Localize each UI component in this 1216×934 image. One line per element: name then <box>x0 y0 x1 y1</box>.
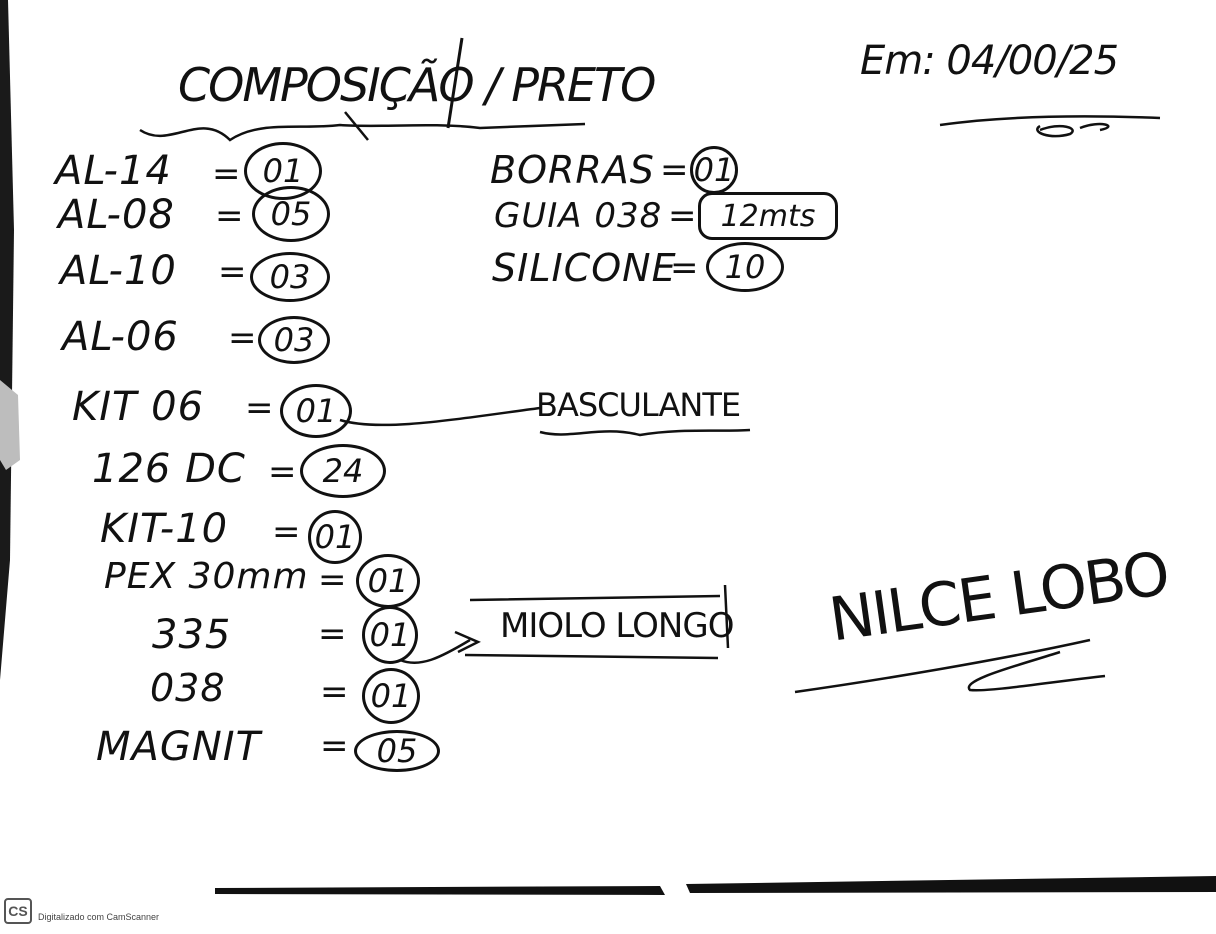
equals-sign: = <box>660 150 689 190</box>
equals-sign: = <box>668 196 697 236</box>
item-label-guia038: GUIA 038 <box>494 196 663 236</box>
item-label-al14: AL-14 <box>55 148 172 194</box>
item-label-silicone: SILICONE <box>492 246 677 290</box>
equals-sign: = <box>318 614 347 654</box>
item-label-al10: AL-10 <box>60 248 177 294</box>
item-qty-silicone: 10 <box>706 242 784 292</box>
item-qty-126dc: 24 <box>300 444 386 498</box>
item-label-magnit: MAGNIT <box>96 724 262 770</box>
equals-sign: = <box>272 512 301 552</box>
item-label-335: 335 <box>152 612 232 658</box>
equals-sign: = <box>318 560 347 600</box>
equals-sign: = <box>228 318 257 358</box>
item-qty-al14: 01 <box>244 142 322 200</box>
item-label-borras: BORRAS <box>490 148 655 192</box>
signature: NILCE LOBO <box>825 538 1173 656</box>
item-qty-038: 01 <box>362 668 420 724</box>
equals-sign: = <box>245 388 274 428</box>
equals-sign: = <box>320 672 349 712</box>
item-qty-guia038: 12mts <box>698 192 838 240</box>
item-label-pex30mm: PEX 30mm <box>104 556 309 597</box>
item-qty-borras: 01 <box>690 146 738 194</box>
equals-sign: = <box>215 196 244 236</box>
camscanner-watermark: Digitalizado com CamScanner <box>38 912 160 922</box>
item-qty-al08: 05 <box>252 186 330 242</box>
equals-sign: = <box>320 726 349 766</box>
equals-sign: = <box>670 248 699 288</box>
item-qty-335: 01 <box>362 606 418 664</box>
item-label-al08: AL-08 <box>58 192 175 238</box>
item-label-al06: AL-06 <box>62 314 179 360</box>
item-qty-pex30mm: 01 <box>356 554 420 608</box>
item-qty-kit10: 01 <box>308 510 362 564</box>
equals-sign: = <box>218 252 247 292</box>
camscanner-logo: CS <box>4 898 32 924</box>
item-qty-magnit: 05 <box>354 730 440 772</box>
item-qty-al06: 03 <box>258 316 330 364</box>
date-label: Em: 04/00/25 <box>860 38 1119 84</box>
note-basculante: BASCULANTE <box>536 386 741 424</box>
page-title: COMPOSIÇÃO / PRETO <box>178 58 656 112</box>
equals-sign: = <box>268 452 297 492</box>
note-miolo-longo: MIOLO LONGO <box>500 606 734 646</box>
equals-sign: = <box>212 154 241 194</box>
item-label-126dc: 126 DC <box>92 446 246 492</box>
item-qty-al10: 03 <box>250 252 330 302</box>
item-label-038: 038 <box>150 666 226 710</box>
item-qty-kit06: 01 <box>280 384 352 438</box>
item-label-kit10: KIT-10 <box>100 506 229 552</box>
item-label-kit06: KIT 06 <box>72 384 205 430</box>
